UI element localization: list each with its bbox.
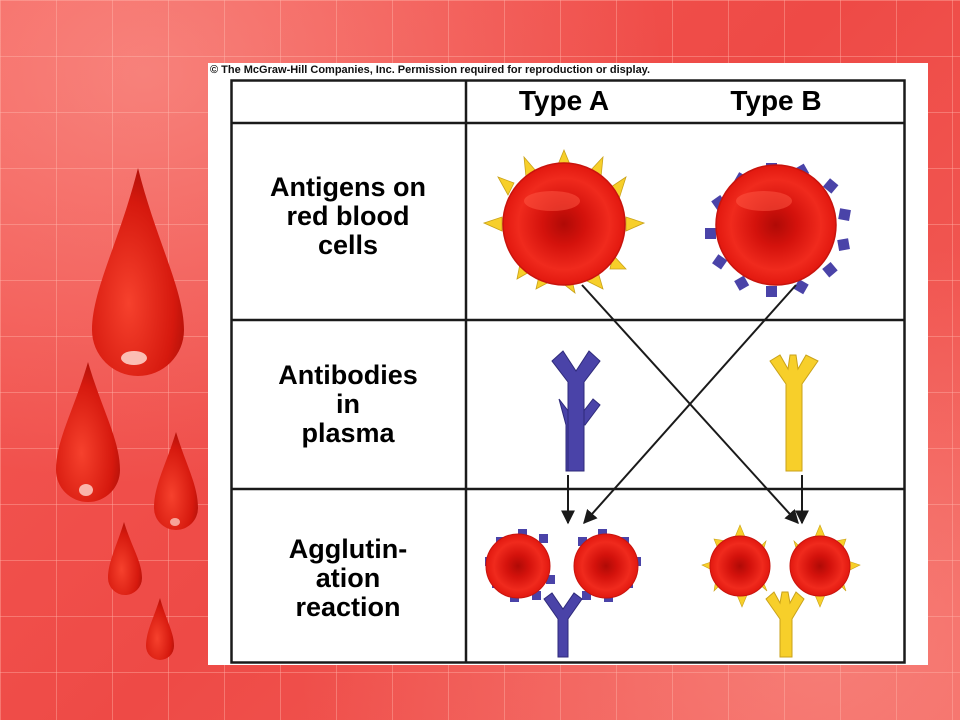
- row-label-agglutination: Agglutin- ation reaction: [288, 534, 408, 622]
- blood-drops-decoration: [56, 168, 198, 660]
- agglutination-type-a-clump: [485, 529, 641, 658]
- blood-drop-icon: [92, 168, 184, 376]
- type-a-red-blood-cell: [482, 148, 646, 295]
- blood-drop-icon: [108, 522, 142, 595]
- column-header-type-a: Type A: [518, 85, 610, 116]
- type-a-antibody-blue: [551, 350, 601, 472]
- table-grid-lines: [230, 79, 906, 664]
- arrow-icon: [581, 284, 799, 525]
- blood-type-diagram-panel: © The McGraw-Hill Companies, Inc. Permis…: [208, 63, 928, 665]
- blood-drop-icon: [154, 432, 198, 530]
- agglutination-type-b-clump: [701, 524, 861, 658]
- type-b-antibody-yellow: [769, 354, 819, 472]
- blood-type-table: Type A Type B Antigens on red blood cell…: [230, 79, 906, 664]
- type-b-red-blood-cell: [705, 163, 851, 297]
- blood-drop-icon: [56, 362, 120, 502]
- arrow-icon: [561, 475, 809, 525]
- blood-drop-icon: [146, 598, 174, 660]
- diagram-artwork: [230, 79, 906, 664]
- row-label-antigens: Antigens on red blood cells: [270, 172, 426, 260]
- row-label-antibodies: Antibodies in plasma: [278, 360, 418, 448]
- column-header-type-b: Type B: [730, 85, 822, 116]
- copyright-notice: © The McGraw-Hill Companies, Inc. Permis…: [210, 64, 651, 76]
